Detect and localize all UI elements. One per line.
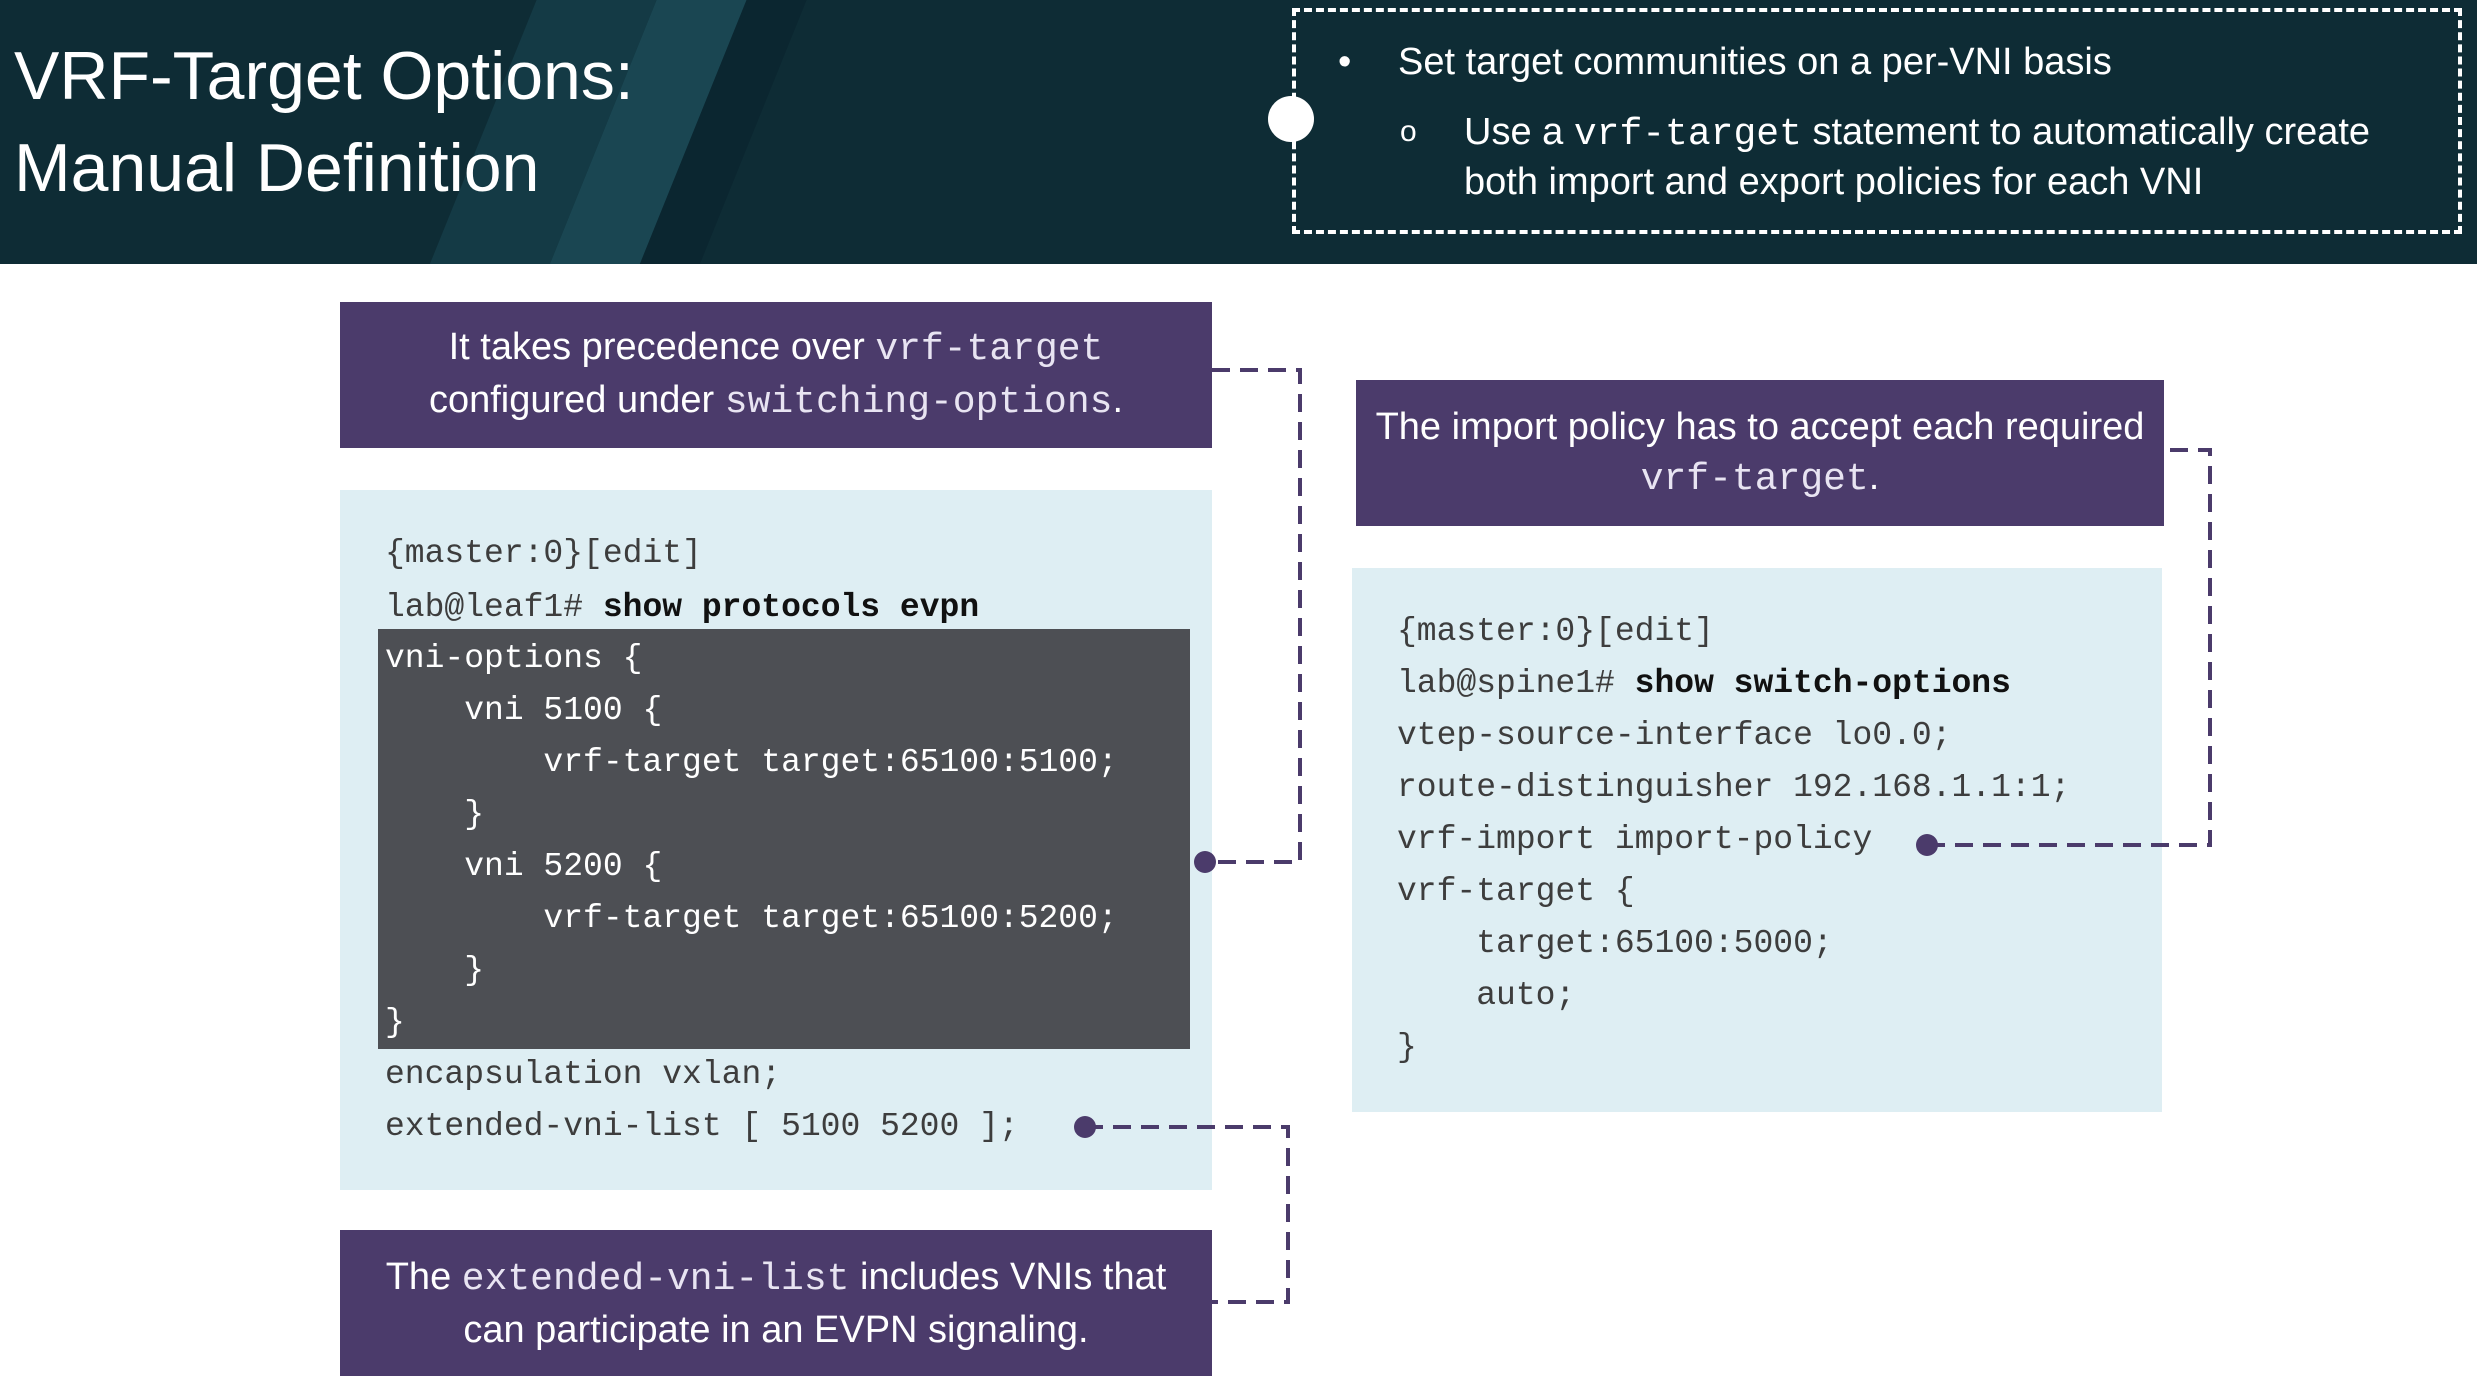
leaf-code-line: } <box>385 1004 405 1041</box>
leaf-code-line: } <box>385 796 485 833</box>
sub-bullet-post: statement to automatically create <box>1812 111 2371 153</box>
extended-vni-callout: The extended-vni-list includes VNIs that… <box>340 1230 1212 1376</box>
leaf-code-line: vni-options { <box>385 640 643 677</box>
sub-bullet-text: Use a vrf-target statement to automatica… <box>1464 106 2370 161</box>
spine-code-line: } <box>1397 1029 1417 1066</box>
spine-command-line: lab@spine1# show switch-options <box>1397 665 2011 702</box>
leaf-code-line: extended-vni-list [ 5100 5200 ]; <box>385 1108 1019 1145</box>
sub-bullet-marker-icon: o <box>1400 115 1417 148</box>
spine-code-panel <box>1352 568 2162 1112</box>
leaf-code-line: vni 5200 { <box>385 848 663 885</box>
import-policy-callout: The import policy has to accept each req… <box>1356 380 2164 526</box>
bullet-text: Set target communities on a per-VNI basi… <box>1398 41 2112 83</box>
callout-line: vrf-target. <box>1640 455 1880 501</box>
spine-code-line: vrf-import import-policy <box>1397 821 1873 858</box>
spine-code-line: vtep-source-interface lo0.0; <box>1397 717 1952 754</box>
connector-dot <box>1916 834 1938 856</box>
title-line-1: VRF-Target Options: <box>14 38 634 114</box>
leaf-code-line: vrf-target target:65100:5100; <box>385 744 1118 781</box>
callout-line: The extended-vni-list includes VNIs that <box>385 1255 1167 1301</box>
extended-vni-connector <box>1085 1125 1290 1304</box>
leaf-highlight-block <box>378 629 1190 1049</box>
callout-line: It takes precedence over vrf-target <box>448 326 1104 371</box>
callout-line: can participate in an EVPN signaling. <box>463 1308 1089 1351</box>
leaf-code-line: vni 5100 { <box>385 692 663 729</box>
import-policy-connector <box>1927 448 2212 847</box>
spine-code-line: vrf-target { <box>1397 873 1635 910</box>
spine-code-line: auto; <box>1397 977 1576 1014</box>
sub-bullet-code: vrf-target <box>1573 113 1802 156</box>
leaf-prompt-context: {master:0}[edit] <box>385 535 702 572</box>
title-line-2: Manual Definition <box>14 130 540 206</box>
callout-line: The import policy has to accept each req… <box>1375 405 2145 448</box>
leaf-command-line: lab@leaf1# show protocols evpn <box>385 589 980 626</box>
leaf-code-line: vrf-target target:65100:5200; <box>385 900 1118 937</box>
callout-line: configured under switching-options. <box>428 379 1123 424</box>
bullet-anchor-dot <box>1268 96 1314 142</box>
spine-prompt-context: {master:0}[edit] <box>1397 613 1714 650</box>
connector-dot <box>1074 1116 1096 1138</box>
precedence-connector <box>1206 368 1302 864</box>
leaf-code-line: } <box>385 952 485 989</box>
sub-bullet-line-2: both import and export policies for each… <box>1464 161 2204 203</box>
spine-code-line: route-distinguisher 192.168.1.1:1; <box>1397 769 2071 806</box>
connector-dot <box>1194 851 1216 873</box>
page-title: VRF-Target Options: Manual Definition <box>14 30 634 214</box>
spine-code-line: target:65100:5000; <box>1397 925 1833 962</box>
sub-bullet-pre: Use a <box>1464 111 1564 153</box>
slide-header: VRF-Target Options: Manual Definition • … <box>0 0 2477 264</box>
precedence-callout: It takes precedence over vrf-target conf… <box>340 302 1212 448</box>
bullet-marker-icon: • <box>1338 41 1352 83</box>
leaf-code-line: encapsulation vxlan; <box>385 1056 782 1093</box>
